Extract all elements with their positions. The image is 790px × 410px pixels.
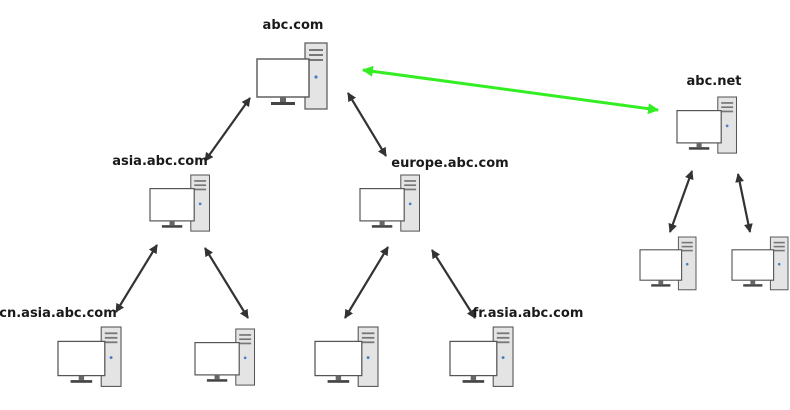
node-net-leaf-1 (639, 236, 697, 291)
node-cn: cn.asia.abc.com (0, 306, 122, 387)
desktop-computer-icon (639, 236, 697, 291)
desktop-computer-icon (149, 174, 211, 232)
node-abc-net: abc.net (676, 74, 742, 154)
desktop-computer-icon (314, 326, 379, 387)
desktop-computer-icon (256, 42, 328, 110)
node-net-leaf-2 (731, 236, 789, 291)
nodes-layer: abc.com asia.abc.com europe.abc.com cn.asia… (0, 18, 789, 387)
node-label-abc-com: abc.com (263, 18, 324, 33)
node-asia-leaf-2 (194, 328, 256, 386)
link-abc-com-to-asia (204, 97, 251, 162)
link-abc-net-to-net-leaf-1 (668, 170, 694, 233)
desktop-computer-icon (676, 96, 738, 154)
link-europe-to-fr (431, 249, 476, 319)
link-europe-to-europe-leaf-1 (344, 246, 389, 319)
desktop-computer-icon (449, 326, 514, 387)
link-asia-to-asia-leaf-2 (204, 247, 249, 319)
desktop-computer-icon (194, 328, 256, 386)
link-abc-com-to-europe (347, 92, 387, 157)
node-fr: fr.asia.abc.com (449, 306, 584, 387)
node-europe: europe.abc.com (359, 156, 509, 232)
link-abc-net-to-net-leaf-2 (735, 173, 753, 233)
desktop-computer-icon (731, 236, 789, 291)
node-label-abc-net: abc.net (686, 74, 741, 89)
node-label-cn: cn.asia.abc.com (0, 306, 117, 321)
node-abc-com: abc.com (256, 18, 328, 110)
node-label-fr: fr.asia.abc.com (473, 306, 584, 321)
node-label-asia: asia.abc.com (112, 154, 208, 169)
desktop-computer-icon (359, 174, 421, 232)
trust-link-abc-com-to-abc-net (361, 65, 660, 115)
desktop-computer-icon (57, 326, 122, 387)
node-asia: asia.abc.com (112, 154, 211, 232)
node-europe-leaf-1 (314, 326, 379, 387)
node-label-europe: europe.abc.com (391, 156, 508, 171)
link-asia-to-cn (115, 244, 158, 313)
links-layer (115, 65, 753, 319)
